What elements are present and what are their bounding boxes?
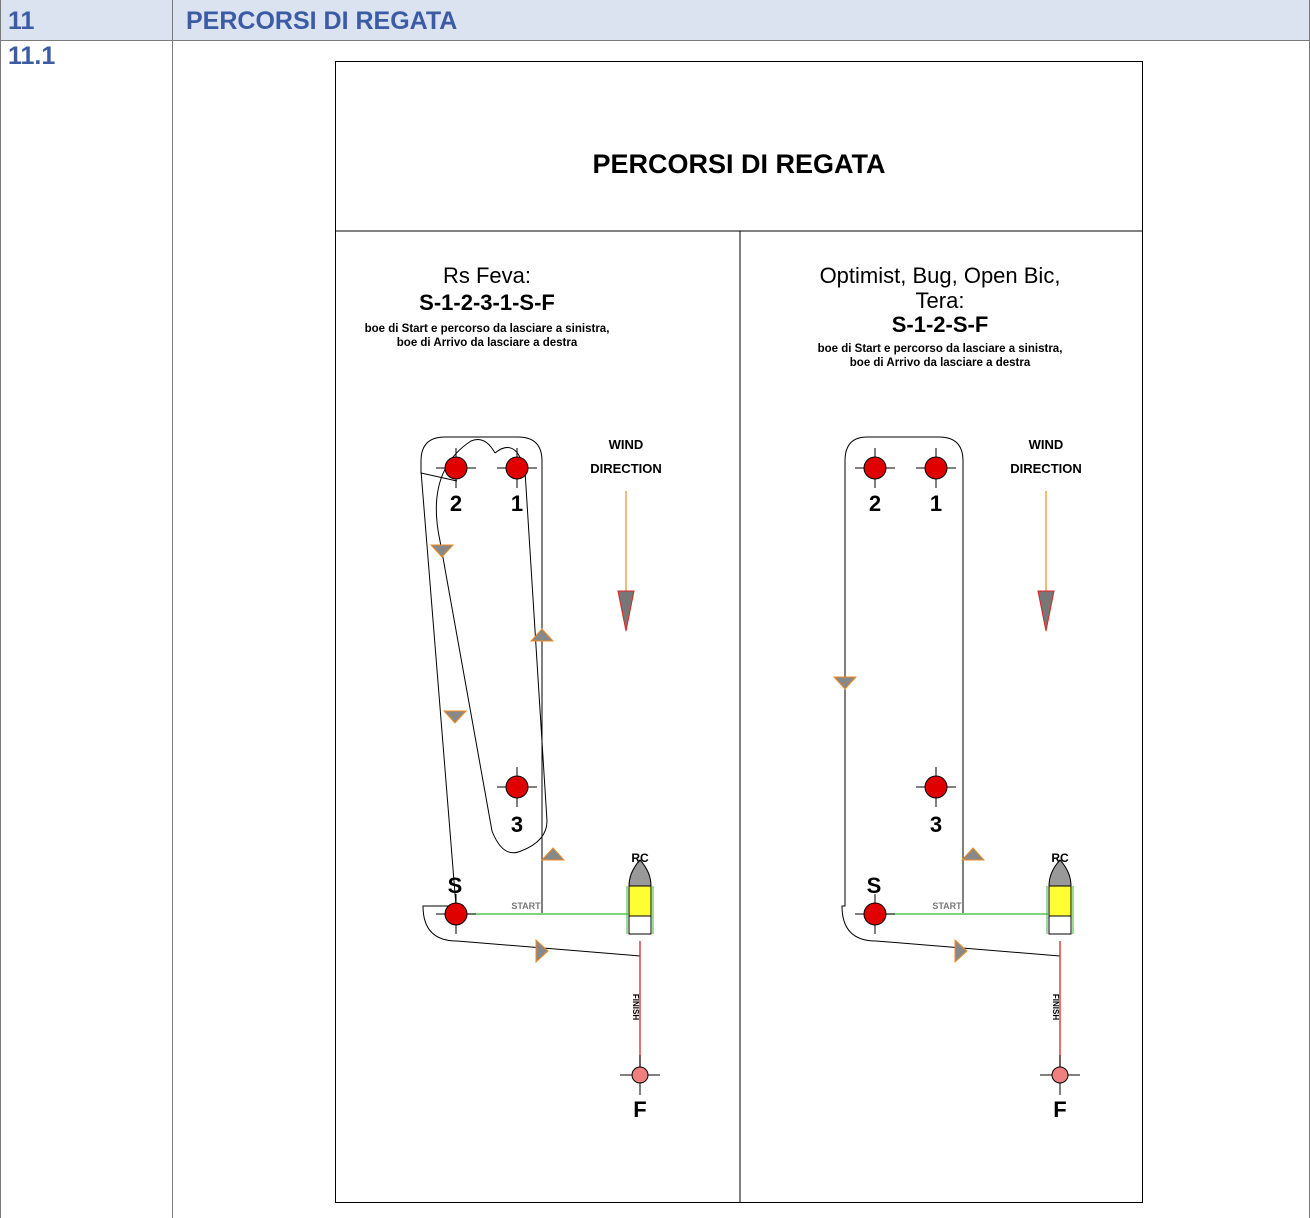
right-wind-label-2: DIRECTION	[1010, 461, 1082, 476]
left-class-name: Rs Feva:	[443, 263, 531, 288]
subsection-number: 11.1	[8, 42, 56, 70]
left-mark-3-label: 3	[511, 812, 523, 837]
left-course: S-1-2-3-1-S-F	[419, 290, 555, 315]
left-note-line2: boe di Arrivo da lasciare a destra	[397, 337, 578, 349]
left-wind-label-1: WIND	[609, 437, 644, 452]
table-left-border	[0, 0, 1, 1218]
left-course-panel: Rs Feva: S-1-2-3-1-S-F boe di Start e pe…	[365, 263, 662, 1122]
right-route	[841, 436, 1061, 957]
left-start-mark-label: S	[448, 873, 463, 898]
right-course: S-1-2-S-F	[892, 312, 989, 337]
left-route-outer	[420, 436, 543, 913]
section-title: PERCORSI DI REGATA	[186, 7, 458, 35]
right-wind-label-1: WIND	[1029, 437, 1064, 452]
left-mark-1-label: 1	[511, 491, 523, 516]
board-frame	[335, 61, 1143, 1203]
right-start-mark-label: S	[867, 873, 882, 898]
right-class-line1: Optimist, Bug, Open Bic,	[820, 263, 1061, 288]
right-note-line2: boe di Arrivo da lasciare a destra	[850, 357, 1031, 369]
course-diagram: PERCORSI DI REGATA Rs Feva: S-1-2-3-1-S-…	[335, 61, 1143, 1203]
section-header: 11 PERCORSI DI REGATA	[0, 0, 1310, 41]
left-wind-label-2: DIRECTION	[590, 461, 662, 476]
left-rc-label: RC	[631, 851, 649, 865]
course-diagram-svg: PERCORSI DI REGATA Rs Feva: S-1-2-3-1-S-…	[335, 61, 1143, 1203]
right-start-line-label: START	[932, 901, 962, 911]
right-mark-3-label: 3	[930, 812, 942, 837]
left-finish-mark-label: F	[633, 1097, 646, 1122]
left-route-diag-a	[420, 470, 457, 907]
left-route-finish-leg	[422, 905, 641, 957]
right-course-panel: Optimist, Bug, Open Bic, Tera: S-1-2-S-F…	[818, 263, 1082, 1122]
table-column-divider	[172, 0, 173, 1218]
right-note-line1: boe di Start e percorso da lasciare a si…	[818, 343, 1063, 355]
left-note-line1: boe di Start e percorso da lasciare a si…	[365, 323, 610, 335]
section-number: 11	[8, 7, 35, 35]
left-mark-2-label: 2	[450, 491, 462, 516]
left-start-line-label: START	[511, 901, 541, 911]
right-class-line2: Tera:	[916, 288, 965, 313]
right-finish-mark-label: F	[1053, 1097, 1066, 1122]
right-mark-2-label: 2	[869, 491, 881, 516]
right-rc-label: RC	[1051, 851, 1069, 865]
left-finish-line-label: FINISH	[631, 994, 640, 1020]
right-mark-1-label: 1	[930, 491, 942, 516]
right-finish-line-label: FINISH	[1051, 994, 1060, 1020]
board-title: PERCORSI DI REGATA	[592, 149, 885, 179]
